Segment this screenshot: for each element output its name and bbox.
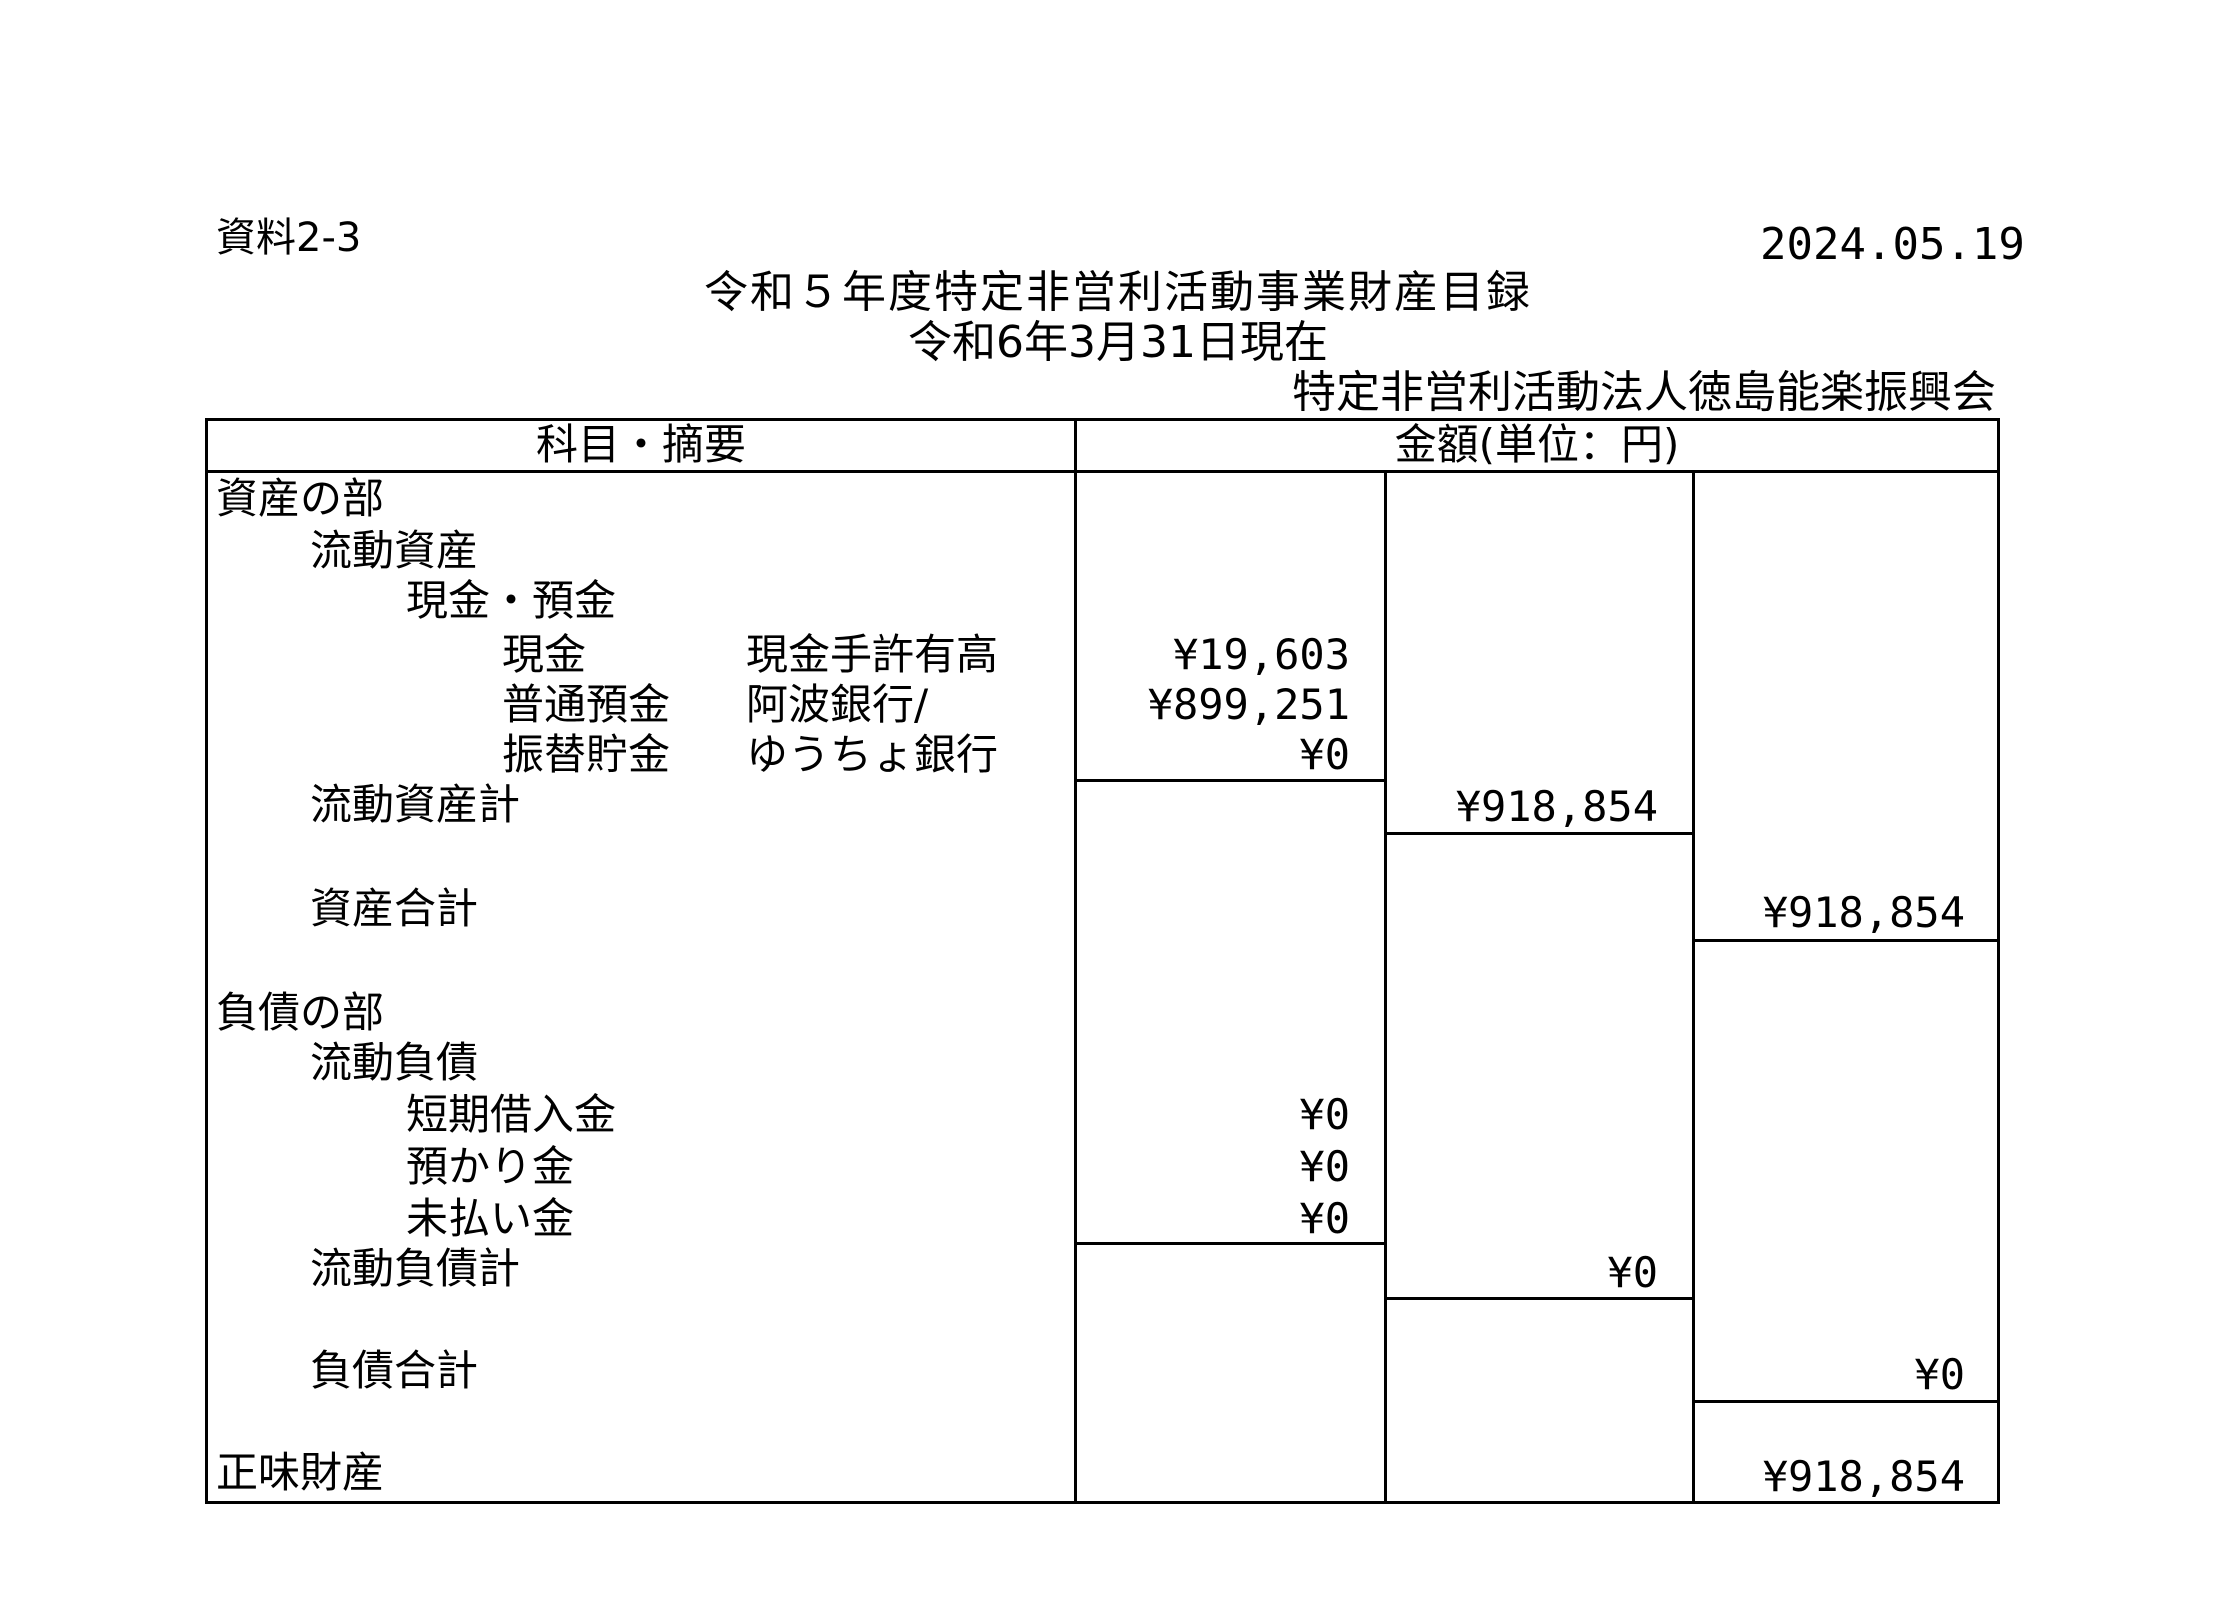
header-divider [205,470,2000,473]
current-assets-total-label: 流動資産計 [310,780,521,829]
col1-assets-subtotal-line [1074,779,1386,782]
organization-name: 特定非営利活動法人徳島能楽振興会 [1292,367,1996,418]
col1-liab-subtotal-line [1074,1242,1386,1245]
ordinary-deposit-memo: 阿波銀行/ [746,680,929,729]
ordinary-deposit-amount: ¥899,251 [1147,680,1350,729]
current-liabilities-total-amount: ¥0 [1607,1248,1658,1297]
col3-assets-total-line [1692,939,2000,942]
current-liabilities-label: 流動負債 [310,1038,479,1087]
document-date: 2024.05.19 [1760,219,2025,270]
liabilities-total-label: 負債合計 [310,1346,479,1395]
column-divider-main [1074,418,1077,1504]
net-assets-amount: ¥918,854 [1762,1452,1965,1501]
document-reference: 資料2-3 [216,215,362,261]
accrued-payable-amount: ¥0 [1299,1194,1350,1243]
cash-deposits-label: 現金・預金 [406,576,617,625]
assets-total-label: 資産合計 [310,884,479,933]
accrued-payable-label: 未払い金 [406,1194,575,1243]
column-header-amount: 金額(単位：円) [1394,420,1680,469]
cash-amount: ¥19,603 [1172,630,1350,679]
column-divider-2 [1384,470,1387,1504]
column-header-item: 科目・摘要 [535,420,746,469]
col3-liab-total-line [1692,1400,2000,1403]
as-of-date: 令和6年3月31日現在 [908,317,1328,368]
table-border [205,418,2000,1504]
liabilities-total-amount: ¥0 [1914,1350,1965,1399]
deposits-received-label: 預かり金 [406,1142,575,1191]
transfer-savings-label: 振替貯金 [502,730,671,779]
liabilities-section-label: 負債の部 [216,988,385,1037]
transfer-savings-memo: ゆうちょ銀行 [746,730,999,779]
assets-total-amount: ¥918,854 [1762,888,1965,937]
deposits-received-amount: ¥0 [1299,1142,1350,1191]
assets-section-label: 資産の部 [216,474,385,523]
ordinary-deposit-label: 普通預金 [502,680,671,729]
col2-liab-total-line [1384,1297,1694,1300]
page-title: 令和５年度特定非営利活動事業財産目録 [704,267,1532,318]
short-term-loans-amount: ¥0 [1299,1090,1350,1139]
short-term-loans-label: 短期借入金 [406,1090,617,1139]
transfer-savings-amount: ¥0 [1299,730,1350,779]
current-assets-label: 流動資産 [310,526,479,575]
current-assets-total-amount: ¥918,854 [1455,782,1658,831]
current-liabilities-total-label: 流動負債計 [310,1244,521,1293]
col2-assets-total-line [1384,832,1694,835]
cash-memo: 現金手許有高 [746,630,999,679]
column-divider-3 [1692,470,1695,1504]
cash-label: 現金 [502,630,587,679]
net-assets-label: 正味財産 [216,1448,385,1497]
